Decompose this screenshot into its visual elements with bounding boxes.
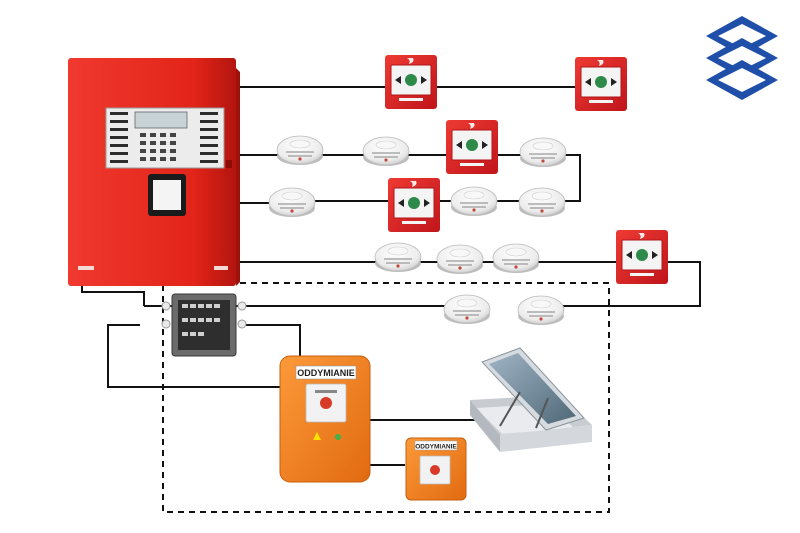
vent-button: ODDYMIANIE xyxy=(405,437,467,501)
smoke-vent-controller: ODDYMIANIE xyxy=(279,355,371,483)
smoke-detector xyxy=(268,187,316,218)
smoke-detector xyxy=(443,294,491,325)
manual-call-point xyxy=(574,56,628,112)
fire-alarm-control-panel xyxy=(68,58,240,286)
smoke-detector xyxy=(517,295,565,326)
manual-call-point xyxy=(387,177,441,233)
dashed-boundary xyxy=(162,282,610,513)
roof-smoke-vent xyxy=(470,347,592,452)
junction-box xyxy=(161,293,247,357)
manual-call-point xyxy=(445,119,499,175)
vent-button-label: ODDYMIANIE xyxy=(415,444,457,451)
smoke-detector xyxy=(518,187,566,218)
layered-s-logo-icon xyxy=(706,16,778,100)
smoke-detector xyxy=(450,186,498,217)
smoke-detector xyxy=(374,242,422,273)
manual-call-point xyxy=(384,54,438,110)
smoke-detector xyxy=(492,243,540,274)
smoke-detector xyxy=(519,137,567,168)
smoke-detector xyxy=(436,244,484,275)
controller-label: ODDYMIANIE xyxy=(297,368,355,378)
smoke-detector xyxy=(362,136,410,167)
smoke-detector xyxy=(276,135,324,166)
manual-call-point xyxy=(615,229,669,285)
